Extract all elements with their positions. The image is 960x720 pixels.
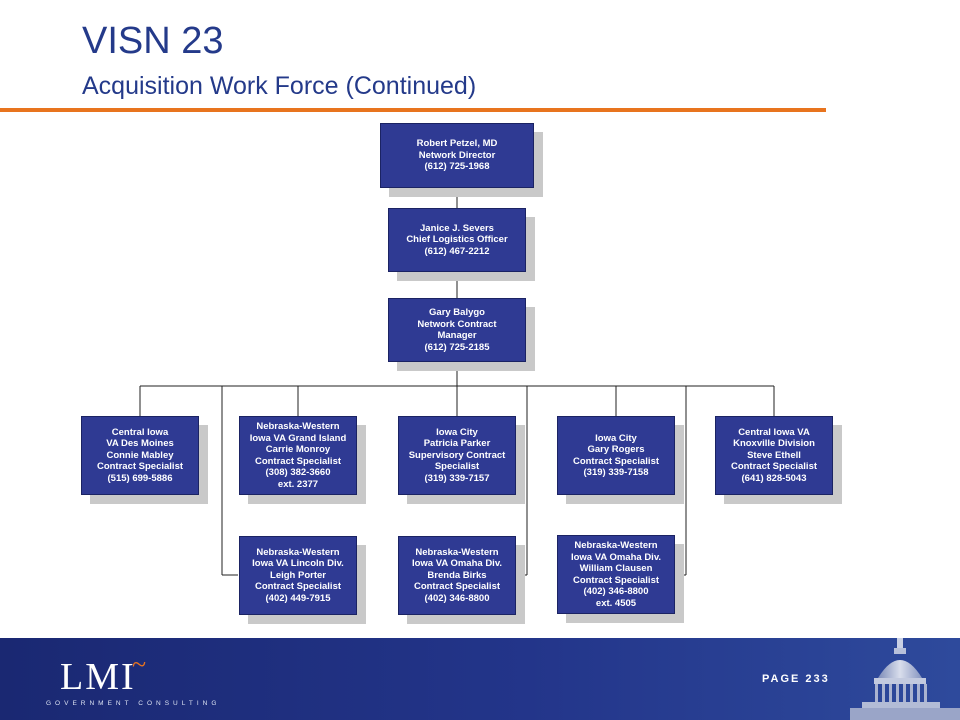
box-line: Contract Specialist [413, 581, 501, 593]
org-box-iowa-city-rogers: Iowa City Gary Rogers Contract Specialis… [557, 416, 675, 495]
footer-bar: LMI ~ GOVERNMENT CONSULTING PAGE 233 [0, 638, 960, 720]
box-line: William Clausen [579, 563, 653, 574]
page-subtitle: Acquisition Work Force (Continued) [82, 72, 477, 100]
box-line: Brenda Birks [427, 569, 487, 581]
box-line: ext. 2377 [277, 478, 319, 490]
box-line: Iowa VA Lincoln Div. [252, 558, 344, 570]
box-line: Contract Specialist [254, 581, 342, 593]
box-line: Steve Ethell [747, 449, 801, 461]
org-box-des-moines: Central Iowa VA Des Moines Connie Mabley… [81, 416, 199, 495]
box-line: Iowa City [595, 432, 637, 444]
box-line: Central Iowa VA [738, 426, 810, 438]
org-box-knoxville: Central Iowa VA Knoxville Division Steve… [715, 416, 833, 495]
box-line: Contract Specialist [96, 461, 184, 473]
box-line: Gary Rogers [587, 444, 645, 455]
box-line: Janice J. Severs [420, 222, 494, 234]
lmi-logo-subtitle: GOVERNMENT CONSULTING [46, 700, 221, 707]
box-line: (402) 346-8800 [583, 586, 649, 597]
org-box-iowa-city-parker: Iowa City Patricia Parker Supervisory Co… [398, 416, 516, 495]
box-line: Nebraska-Western [256, 421, 340, 432]
box-line: (308) 382-3660 [265, 467, 331, 478]
org-box-network-director: Robert Petzel, MD Network Director (612)… [380, 123, 534, 188]
box-line: Leigh Porter [270, 569, 326, 581]
box-line: Chief Logistics Officer [406, 234, 508, 246]
box-line: Gary Balygo [429, 307, 485, 318]
page-number: PAGE 233 [762, 673, 830, 685]
box-line: Connie Mabley [106, 449, 174, 461]
box-line: Contract Specialist [572, 455, 660, 467]
box-line: (319) 339-7158 [583, 467, 649, 478]
box-line: Contract Specialist [254, 455, 342, 467]
box-line: Nebraska-Western [256, 546, 340, 558]
box-line: Supervisory Contract [408, 449, 506, 461]
box-line: Nebraska-Western [415, 546, 499, 558]
box-line: Iowa VA Omaha Div. [411, 558, 503, 570]
box-line: Robert Petzel, MD [416, 138, 498, 150]
box-line: Contract Specialist [730, 461, 818, 473]
box-line: Nebraska-Western [574, 540, 658, 551]
org-box-chief-logistics-officer: Janice J. Severs Chief Logistics Officer… [388, 208, 526, 272]
box-line: (641) 828-5043 [741, 472, 807, 484]
box-line: (515) 699-5886 [107, 472, 173, 484]
box-line: (402) 346-8800 [424, 592, 490, 604]
box-line: Central Iowa [111, 426, 169, 438]
capitol-dome-icon [850, 638, 960, 720]
header-rule [0, 108, 826, 112]
org-box-grand-island: Nebraska-Western Iowa VA Grand Island Ca… [239, 416, 357, 495]
box-line: Iowa City [436, 426, 478, 438]
box-line: (612) 725-1968 [424, 161, 490, 173]
box-line: Iowa VA Grand Island [249, 432, 347, 444]
org-box-omaha-birks: Nebraska-Western Iowa VA Omaha Div. Bren… [398, 536, 516, 615]
org-box-omaha-clausen: Nebraska-Western Iowa VA Omaha Div. Will… [557, 535, 675, 614]
lmi-logo: LMI [60, 656, 136, 698]
box-line: (319) 339-7157 [424, 472, 490, 484]
box-line: Specialist [434, 461, 480, 473]
org-box-lincoln: Nebraska-Western Iowa VA Lincoln Div. Le… [239, 536, 357, 615]
lmi-logo-tilde: ~ [132, 650, 147, 679]
box-line: VA Des Moines [106, 438, 174, 450]
box-line: ext. 4505 [595, 597, 637, 609]
box-line: Network Director [418, 149, 496, 161]
box-line: Network Contract [417, 318, 497, 330]
box-line: (612) 725-2185 [424, 341, 490, 353]
box-line: (402) 449-7915 [265, 592, 331, 604]
box-line: Iowa VA Omaha Div. [570, 551, 662, 563]
box-line: Contract Specialist [572, 574, 660, 586]
org-box-network-contract-manager: Gary Balygo Network Contract Manager (61… [388, 298, 526, 362]
page-title: VISN 23 [82, 20, 224, 62]
box-line: (612) 467-2212 [424, 245, 490, 257]
box-line: Knoxville Division [733, 438, 815, 450]
box-line: Patricia Parker [423, 438, 491, 450]
box-line: Carrie Monroy [265, 444, 331, 455]
box-line: Manager [437, 330, 477, 341]
